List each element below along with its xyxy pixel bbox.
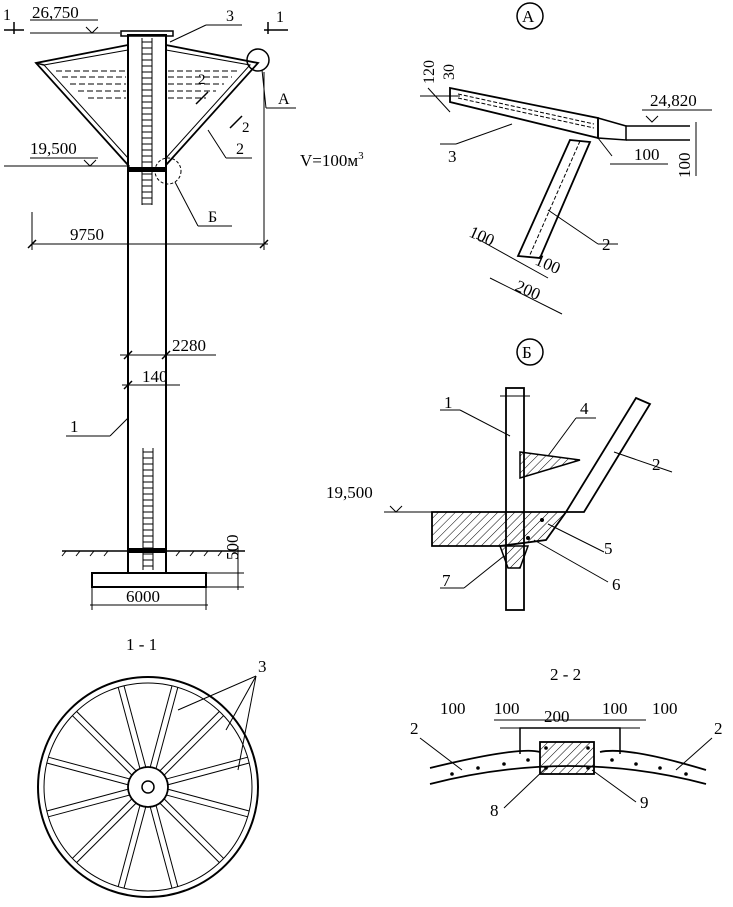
plan-rib: [149, 806, 173, 889]
plan-rib: [48, 756, 130, 780]
detail-b-pos-5: 5: [604, 539, 613, 558]
detail-a-elev: 24,820: [650, 91, 697, 110]
shaft-wall: [505, 387, 525, 611]
sec22-pos-8: 8: [490, 801, 499, 820]
pos-1-label: 1: [70, 417, 79, 436]
callout-b-label: Б: [208, 209, 217, 226]
plan-rib: [71, 798, 133, 859]
detail-a-dim-200: 200: [512, 276, 543, 304]
plan-pos-3: 3: [258, 657, 267, 676]
sec22-dim-200: 200: [544, 707, 570, 726]
strut-b: [564, 396, 652, 513]
plan-rib: [163, 798, 225, 859]
plan-rib: [167, 762, 250, 786]
detail-a-dim-100b: 100: [675, 153, 694, 179]
section-1-1: 1 - 1 3: [37, 635, 267, 898]
plan-rib: [123, 685, 147, 768]
detail-a-pos-3: 3: [448, 147, 457, 166]
plan-rib: [163, 715, 225, 776]
section-2-2: 2 - 2 100 100 200 100 100 2 2 8 9: [410, 665, 723, 820]
elev-top-label: 26,750: [32, 3, 79, 22]
foundation-depth: 500: [223, 535, 242, 561]
detail-a-dim-100a: 100: [634, 145, 660, 164]
sec22-pos-9: 9: [640, 793, 649, 812]
detail-b-elev: 19,500: [326, 483, 373, 502]
detail-b-pos-1: 1: [444, 393, 453, 412]
cut-1-right: 1: [276, 9, 284, 26]
callout-b-circle: [154, 157, 182, 185]
detail-b-pos-4: 4: [580, 399, 589, 418]
tower-shaft: [127, 34, 167, 574]
cut-1-left: 1: [3, 7, 11, 24]
plan-rib: [167, 788, 250, 812]
bracket-4: [519, 451, 581, 480]
section-1-1-title: 1 - 1: [126, 635, 157, 654]
sec22-pos-2-right: 2: [714, 719, 723, 738]
detail-a-dim-30: 30: [441, 64, 458, 80]
detail-a-title-circle: [516, 2, 544, 30]
detail-a-title: А: [522, 7, 535, 26]
tank-left: [34, 44, 129, 166]
foundation: [91, 572, 207, 588]
shaft-diameter: 2280: [172, 336, 206, 355]
detail-a: А 120 30 24,820 100 100 3 2 100 100 200: [420, 2, 712, 315]
elev-mid-label: 19,500: [30, 139, 77, 158]
slab-hatched: [431, 511, 568, 547]
plan-core: [127, 766, 169, 808]
callout-a-label: А: [278, 91, 290, 108]
sec22-dim-100d: 100: [652, 699, 678, 718]
pos-3-label: 3: [226, 8, 234, 25]
width-dimension: 9750: [70, 225, 104, 244]
pos-2-label: 2: [236, 141, 244, 158]
roof-cap: [120, 30, 174, 37]
plan-rib: [166, 794, 248, 818]
strut: [516, 139, 592, 259]
plan-rib: [76, 710, 137, 772]
callout-a-circle: [246, 48, 270, 72]
plan-rib: [76, 802, 137, 864]
sec22-dim-100a: 100: [440, 699, 466, 718]
plan-rib: [155, 687, 179, 769]
plan-rib: [159, 710, 220, 772]
detail-a-dim-120: 120: [421, 60, 438, 84]
plan-rib: [46, 762, 129, 786]
foundation-width: 6000: [126, 587, 160, 606]
plan-rib: [117, 687, 141, 769]
sec22-dim-100c: 100: [602, 699, 628, 718]
cut-2-upper: 2: [198, 72, 206, 88]
detail-a-pos-2: 2: [602, 235, 611, 254]
detail-a-dim-100d: 100: [532, 250, 563, 278]
plan-rib: [48, 794, 130, 818]
detail-b-pos-6: 6: [612, 575, 621, 594]
plan-rib: [155, 805, 179, 887]
detail-b: Б 1 4 2 19,500 5 6 7: [326, 338, 673, 611]
sec22-pos-2-left: 2: [410, 719, 419, 738]
plan-rib: [166, 756, 248, 780]
section-2-2-title: 2 - 2: [550, 665, 581, 684]
detail-b-pos-2: 2: [652, 455, 661, 474]
plan-rib: [159, 802, 220, 864]
plan-rib: [46, 788, 129, 812]
plan-rib: [149, 685, 173, 768]
wall-thickness: 140: [142, 367, 168, 386]
detail-b-title-circle: [516, 338, 544, 366]
volume-label: V=100м3: [300, 150, 364, 170]
detail-a-dim-100c: 100: [466, 222, 497, 250]
sec22-dim-100b: 100: [494, 699, 520, 718]
plan-rib: [71, 715, 133, 776]
tower-elevation: 26,750 19,500 1 1 А Б 2 2 3 2: [3, 3, 364, 610]
tank-right: [165, 44, 260, 166]
rib-8: [539, 741, 595, 775]
cut-2-lower: 2: [242, 120, 250, 136]
detail-b-title: Б: [522, 343, 532, 362]
shell-arc-inner: [429, 749, 707, 771]
detail-b-pos-7: 7: [442, 571, 451, 590]
plan-rib: [117, 805, 141, 887]
plan-rib: [123, 806, 147, 889]
plan-outer-ring: [37, 676, 259, 898]
